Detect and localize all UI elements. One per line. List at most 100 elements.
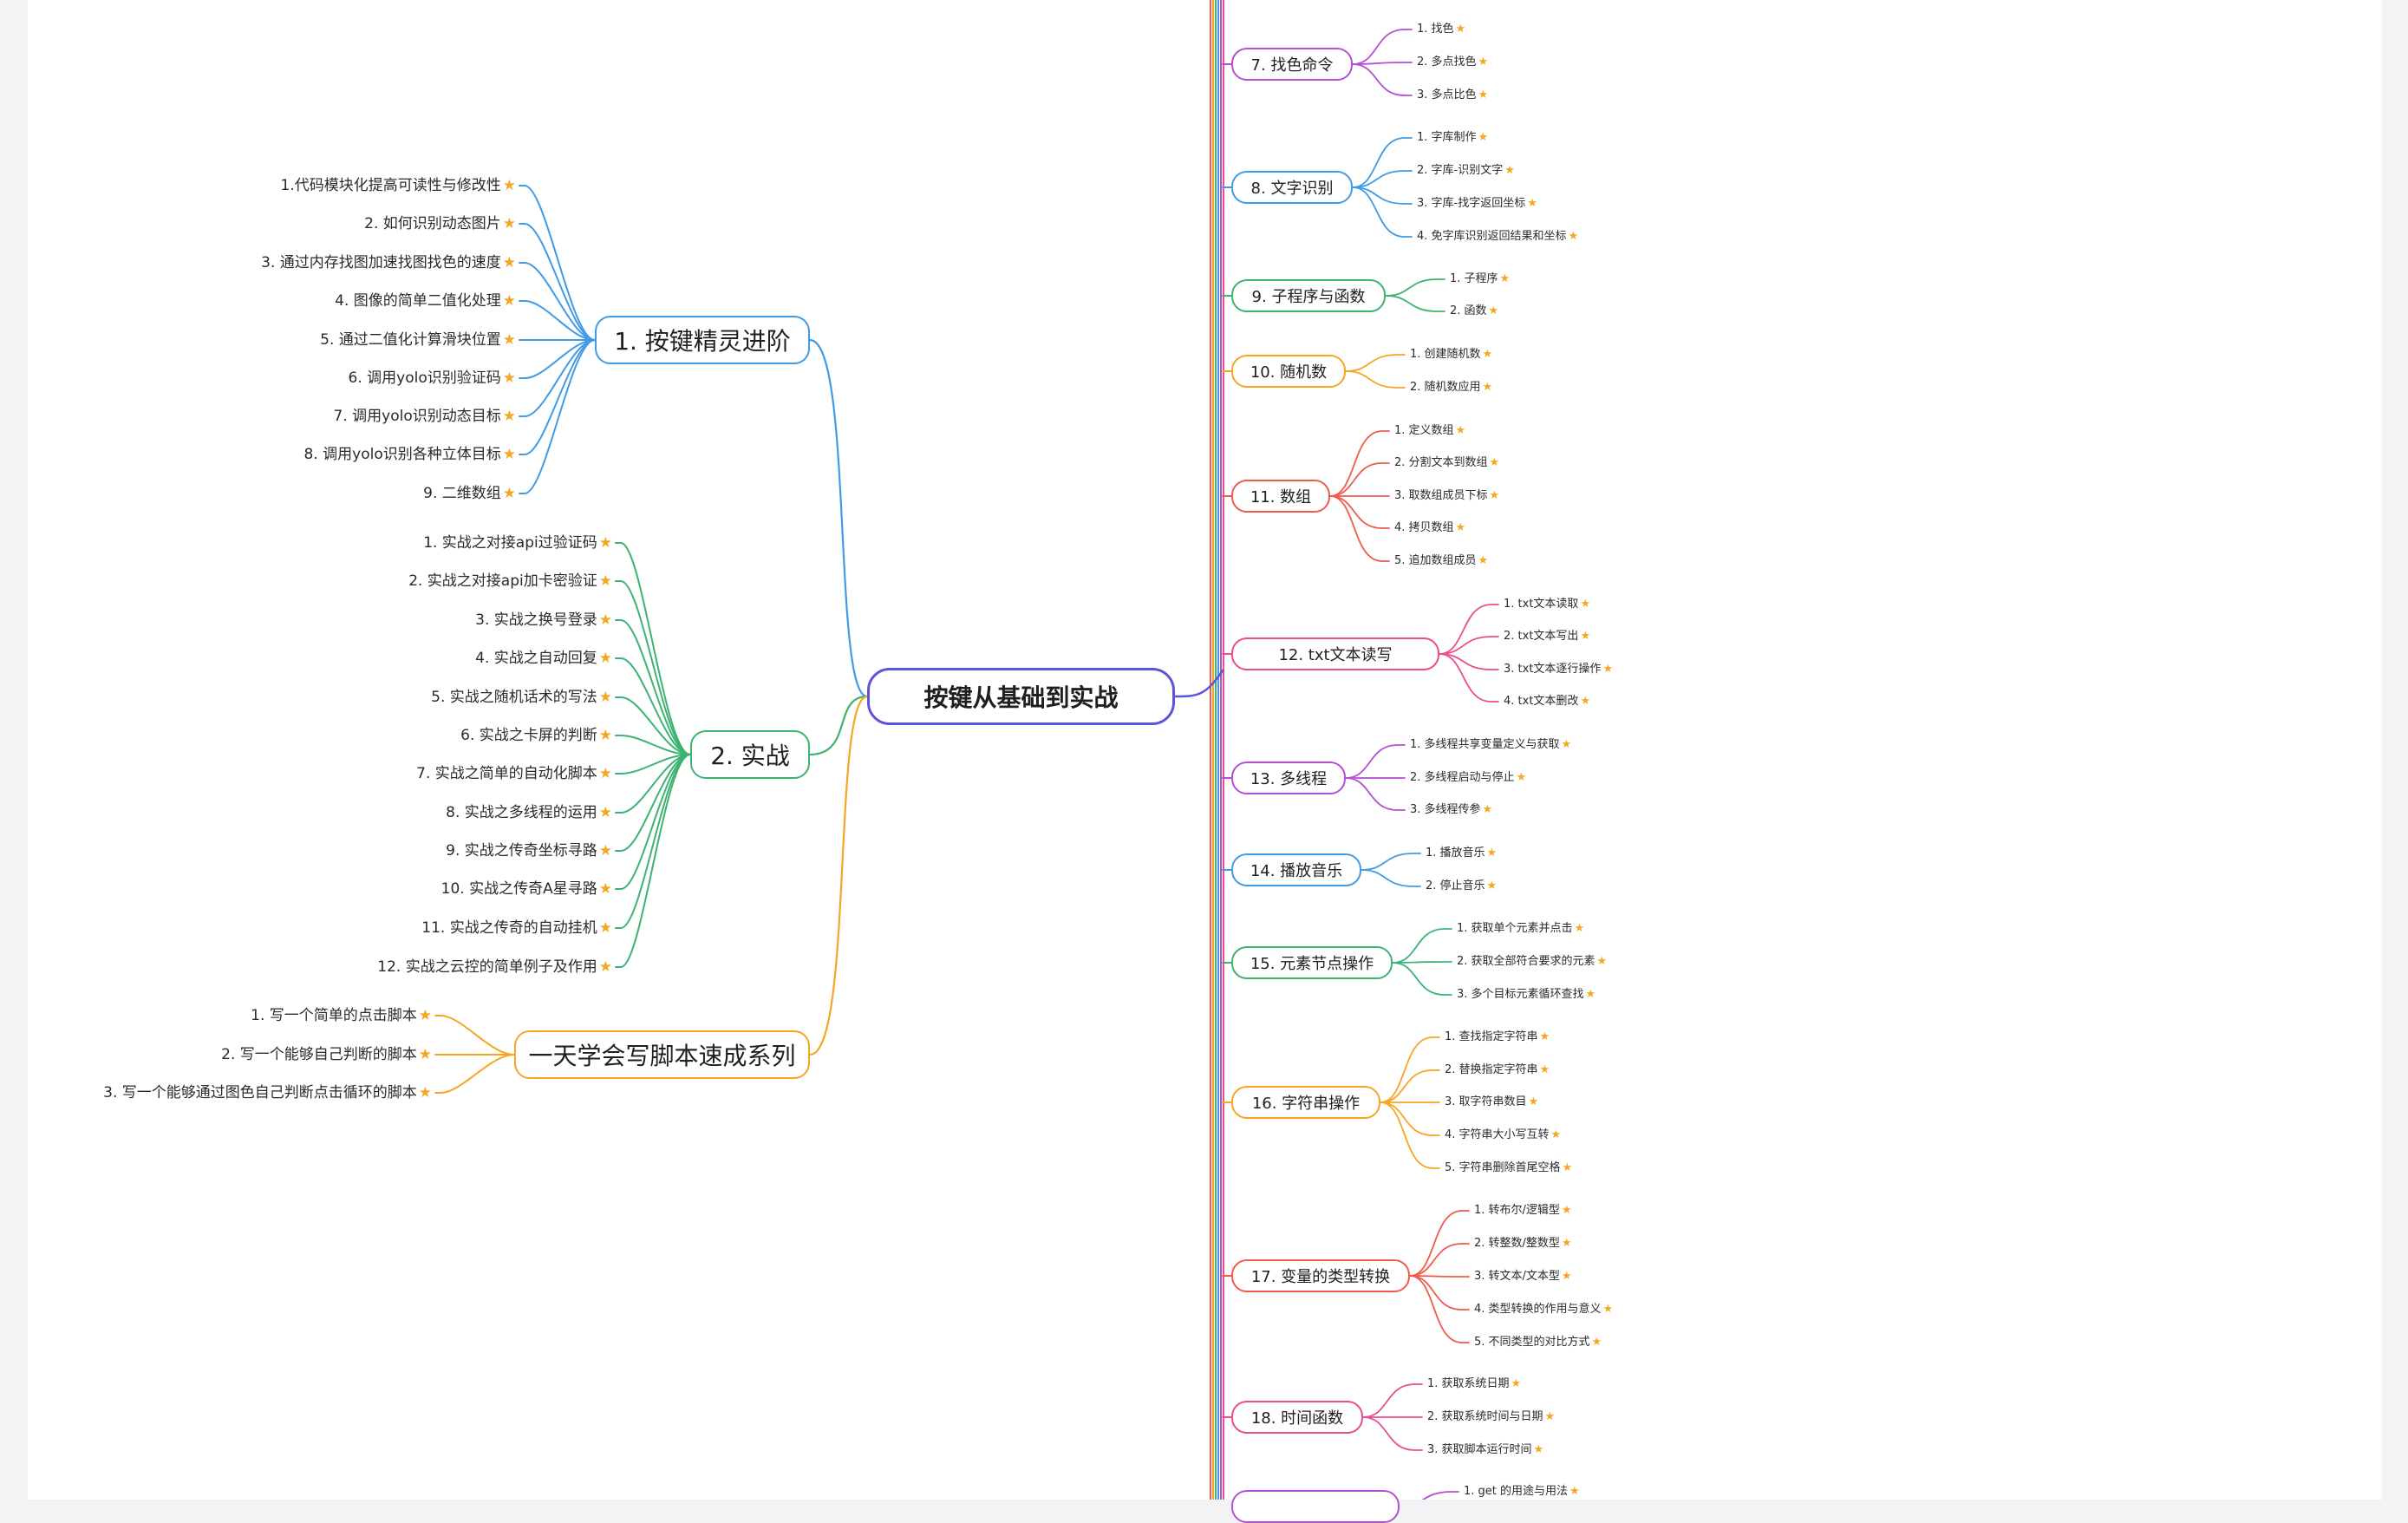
leaf-item[interactable]: 3. 多个目标元素循环查找★ <box>1457 987 1596 1003</box>
leaf-item[interactable]: 5. 不同类型的对比方式★ <box>1474 1335 1602 1350</box>
star-icon: ★ <box>1478 554 1489 567</box>
leaf-item[interactable]: 1. 找色★ <box>1417 22 1465 37</box>
leaf-item-text: 10. 实战之传奇A星寻路 <box>440 880 597 898</box>
sub-branch-8[interactable]: 8. 文字识别 <box>1231 171 1353 204</box>
leaf-item[interactable]: 1. 创建随机数★ <box>1410 347 1492 363</box>
leaf-item[interactable]: 3. 取字符串数目★ <box>1445 1095 1538 1110</box>
leaf-item[interactable]: 5. 通过二值化计算滑块位置★ <box>320 330 516 350</box>
star-icon: ★ <box>598 842 612 860</box>
leaf-item[interactable]: 7. 调用yolo识别动态目标★ <box>334 407 516 426</box>
leaf-item[interactable]: 3. 多线程传参★ <box>1410 802 1492 818</box>
leaf-item[interactable]: 3. 转文本/文本型★ <box>1474 1269 1572 1284</box>
leaf-item-text: 11. 实战之传奇的自动挂机 <box>421 919 597 937</box>
leaf-item[interactable]: 2. 停止音乐★ <box>1426 879 1497 894</box>
sub-branch-11[interactable]: 11. 数组 <box>1231 480 1330 513</box>
leaf-item[interactable]: 6. 调用yolo识别验证码★ <box>349 369 516 388</box>
leaf-item[interactable]: 9. 二维数组★ <box>423 484 516 503</box>
leaf-item[interactable]: 1. 获取单个元素并点击★ <box>1457 921 1584 937</box>
leaf-item[interactable]: 12. 实战之云控的简单例子及作用★ <box>377 958 612 977</box>
leaf-item[interactable]: 4. 字符串大小写互转★ <box>1445 1128 1561 1143</box>
main-branch-1[interactable]: 1. 按键精灵进阶 <box>595 316 810 364</box>
sub-branch-9[interactable]: 9. 子程序与函数 <box>1231 279 1386 312</box>
leaf-item[interactable]: 5. 实战之随机话术的写法★ <box>431 688 612 707</box>
leaf-item[interactable]: 5. 字符串删除首尾空格★ <box>1445 1160 1572 1176</box>
leaf-item[interactable]: 1.代码模块化提高可读性与修改性★ <box>281 176 516 195</box>
sub-branch-16[interactable]: 16. 字符串操作 <box>1231 1086 1380 1119</box>
leaf-item-text: 1. 查找指定字符串 <box>1445 1030 1538 1043</box>
leaf-item[interactable]: 4. txt文本删改★ <box>1504 694 1590 709</box>
sub-branch-14[interactable]: 14. 播放音乐 <box>1231 853 1361 886</box>
sub-branch-17[interactable]: 17. 变量的类型转换 <box>1231 1259 1410 1292</box>
leaf-item[interactable]: 2. 字库-识别文字★ <box>1417 163 1515 179</box>
leaf-item-text: 3. 多线程传参 <box>1410 803 1481 816</box>
leaf-item[interactable]: 2. 函数★ <box>1450 304 1498 319</box>
leaf-item[interactable]: 2. 转整数/整数型★ <box>1474 1236 1572 1252</box>
leaf-item[interactable]: 10. 实战之传奇A星寻路★ <box>441 879 612 899</box>
leaf-item[interactable]: 3. 实战之换号登录★ <box>475 611 612 630</box>
sub-branch-7[interactable]: 7. 找色命令 <box>1231 48 1353 81</box>
main-branch-3[interactable]: 一天学会写脚本速成系列 <box>514 1030 810 1079</box>
leaf-item[interactable]: 1. 转布尔/逻辑型★ <box>1474 1203 1572 1219</box>
leaf-item[interactable]: 2. 获取系统时间与日期★ <box>1427 1409 1555 1425</box>
sub-branch-13-label: 13. 多线程 <box>1250 770 1328 788</box>
leaf-item[interactable]: 9. 实战之传奇坐标寻路★ <box>446 841 612 860</box>
leaf-item[interactable]: 2. 分割文本到数组★ <box>1394 455 1499 471</box>
star-icon: ★ <box>598 572 612 590</box>
leaf-item[interactable]: 1. 子程序★ <box>1450 271 1510 287</box>
leaf-item[interactable]: 2. 随机数应用★ <box>1410 380 1492 395</box>
leaf-item[interactable]: 1. 获取系统日期★ <box>1427 1376 1521 1392</box>
leaf-item[interactable]: 8. 实战之多线程的运用★ <box>446 803 612 822</box>
leaf-item[interactable]: 3. 获取脚本运行时间★ <box>1427 1442 1543 1458</box>
main-branch-2[interactable]: 2. 实战 <box>690 730 810 779</box>
leaf-item-text: 5. 通过二值化计算滑块位置 <box>320 331 501 349</box>
sub-branch-10-label: 10. 随机数 <box>1250 363 1328 382</box>
leaf-item[interactable]: 4. 图像的简单二值化处理★ <box>335 291 516 310</box>
leaf-item[interactable]: 2. 替换指定字符串★ <box>1445 1062 1550 1078</box>
leaf-item[interactable]: 1. 多线程共享变量定义与获取★ <box>1410 737 1571 753</box>
leaf-item[interactable]: 6. 实战之卡屏的判断★ <box>460 726 612 745</box>
leaf-item[interactable]: 1. txt文本读取★ <box>1504 597 1590 612</box>
leaf-item[interactable]: 2. 如何识别动态图片★ <box>364 214 516 233</box>
leaf-item[interactable]: 1. 实战之对接api过验证码★ <box>423 533 612 552</box>
leaf-item[interactable]: 1. 写一个简单的点击脚本★ <box>251 1006 432 1025</box>
leaf-item[interactable]: 2. 多点找色★ <box>1417 55 1488 70</box>
leaf-item[interactable]: 1. get 的用途与用法★ <box>1464 1484 1580 1500</box>
star-icon: ★ <box>1580 695 1591 708</box>
leaf-item[interactable]: 11. 实战之传奇的自动挂机★ <box>421 918 612 938</box>
sub-branch-12[interactable]: 12. txt文本读写 <box>1231 637 1439 670</box>
leaf-item[interactable]: 4. 类型转换的作用与意义★ <box>1474 1302 1613 1317</box>
sub-branch-19[interactable] <box>1231 1490 1400 1523</box>
leaf-item[interactable]: 4. 实战之自动回复★ <box>475 649 612 668</box>
leaf-item[interactable]: 2. txt文本写出★ <box>1504 629 1590 644</box>
leaf-item[interactable]: 3. 多点比色★ <box>1417 88 1488 103</box>
leaf-item-text: 2. 多点找色 <box>1417 56 1477 69</box>
leaf-item[interactable]: 3. txt文本逐行操作★ <box>1504 662 1613 677</box>
leaf-item[interactable]: 1. 查找指定字符串★ <box>1445 1029 1550 1045</box>
leaf-item[interactable]: 4. 拷贝数组★ <box>1394 520 1465 536</box>
leaf-item[interactable]: 2. 写一个能够自己判断的脚本★ <box>221 1045 432 1064</box>
star-icon: ★ <box>1486 846 1498 860</box>
root-topic[interactable]: 按键从基础到实战 <box>867 668 1175 725</box>
leaf-item[interactable]: 7. 实战之简单的自动化脚本★ <box>416 764 612 783</box>
sub-branch-15[interactable]: 15. 元素节点操作 <box>1231 946 1393 979</box>
leaf-item[interactable]: 1. 字库制作★ <box>1417 130 1488 146</box>
leaf-item[interactable]: 1. 定义数组★ <box>1394 423 1465 439</box>
leaf-item[interactable]: 3. 取数组成员下标★ <box>1394 488 1499 504</box>
mindmap-canvas <box>28 0 2382 1500</box>
leaf-item[interactable]: 8. 调用yolo识别各种立体目标★ <box>304 445 516 464</box>
star-icon: ★ <box>502 215 516 232</box>
sub-branch-13[interactable]: 13. 多线程 <box>1231 762 1346 794</box>
leaf-item[interactable]: 3. 写一个能够通过图色自己判断点击循环的脚本★ <box>103 1083 432 1102</box>
leaf-item[interactable]: 1. 播放音乐★ <box>1426 846 1497 861</box>
star-icon: ★ <box>1478 131 1489 144</box>
sub-branch-18[interactable]: 18. 时间函数 <box>1231 1401 1363 1434</box>
leaf-item[interactable]: 4. 免字库识别返回结果和坐标★ <box>1417 229 1578 245</box>
leaf-item[interactable]: 2. 多线程启动与停止★ <box>1410 770 1526 786</box>
leaf-item[interactable]: 3. 字库-找字返回坐标★ <box>1417 196 1537 212</box>
leaf-item[interactable]: 2. 实战之对接api加卡密验证★ <box>408 572 612 591</box>
leaf-item[interactable]: 2. 获取全部符合要求的元素★ <box>1457 954 1607 970</box>
star-icon: ★ <box>1478 56 1489 69</box>
sub-branch-10[interactable]: 10. 随机数 <box>1231 355 1346 388</box>
leaf-item[interactable]: 5. 追加数组成员★ <box>1394 553 1488 569</box>
leaf-item[interactable]: 3. 通过内存找图加速找图找色的速度★ <box>261 253 516 272</box>
